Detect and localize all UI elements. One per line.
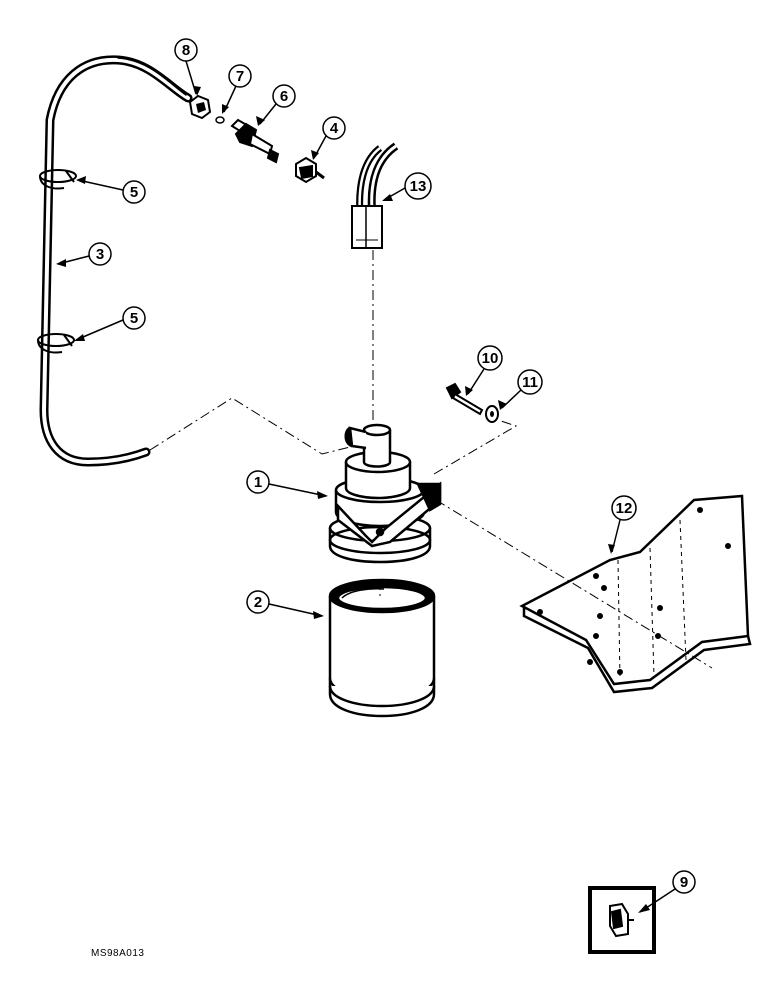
- callout-10: 10: [465, 345, 503, 396]
- line-clip-lower: [37, 333, 75, 354]
- callout-label-12: 12: [616, 500, 633, 517]
- callout-6: 6: [256, 84, 296, 126]
- callout-label-9: 9: [680, 874, 688, 891]
- callout-4: 4: [311, 116, 346, 160]
- callout-1: 1: [246, 470, 328, 499]
- figure-code: MS98A013: [91, 948, 145, 959]
- callout-5-upper: 5: [76, 176, 146, 204]
- callout-11: 11: [498, 369, 543, 410]
- callout-label-5a: 5: [130, 184, 138, 201]
- callout-13: 13: [382, 172, 432, 201]
- line-clip-upper: [39, 169, 77, 190]
- callout-label-5b: 5: [130, 310, 138, 327]
- callout-2: 2: [246, 590, 324, 619]
- mounting-bracket: [519, 494, 752, 694]
- callout-label-4: 4: [330, 120, 339, 137]
- callout-label-2: 2: [254, 594, 262, 611]
- callout-label-1: 1: [254, 474, 262, 491]
- alignment-lines: [149, 250, 713, 669]
- fitting-6: [230, 118, 280, 164]
- callout-12: 12: [608, 495, 637, 554]
- callout-label-10: 10: [482, 350, 499, 367]
- filter-head: [328, 423, 442, 564]
- callout-label-3: 3: [96, 246, 104, 263]
- connector-detail-inset: [588, 886, 656, 954]
- fitting-4: [295, 156, 325, 184]
- callout-3: 3: [56, 242, 112, 267]
- callout-label-6: 6: [280, 88, 288, 105]
- wire-harness: [351, 142, 399, 249]
- callout-7: 7: [222, 64, 252, 114]
- filter-element: [328, 578, 436, 718]
- callout-label-8: 8: [182, 42, 190, 59]
- callout-label-13: 13: [410, 178, 427, 195]
- callout-label-7: 7: [236, 68, 244, 85]
- washer: [485, 405, 499, 423]
- callout-5-lower: 5: [74, 306, 146, 341]
- callout-9: 9: [638, 870, 696, 913]
- fuel-line: [39, 55, 193, 467]
- nut: [188, 94, 212, 120]
- bolt: [445, 382, 484, 416]
- callout-label-11: 11: [522, 374, 538, 391]
- callout-8: 8: [174, 38, 201, 96]
- o-ring: [215, 116, 225, 124]
- connector-detail-icon: [609, 902, 634, 938]
